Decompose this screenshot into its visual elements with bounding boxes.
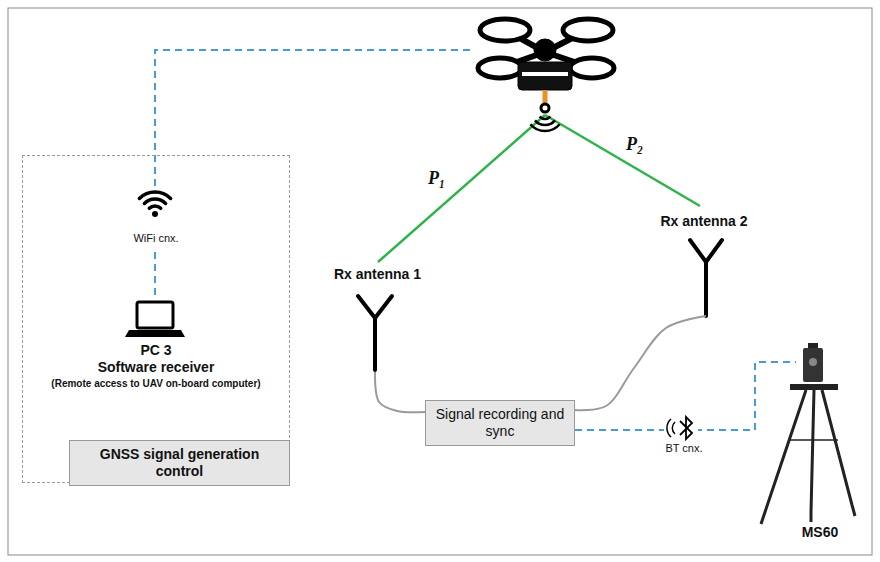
connector <box>575 316 706 410</box>
wifi-link <box>154 252 156 298</box>
antenna-node: Rx antenna 1 <box>330 266 425 372</box>
wifi-arc <box>149 206 160 208</box>
station-lens <box>809 358 817 366</box>
bluetooth-rune <box>680 417 692 439</box>
signal-path <box>378 115 545 262</box>
tripod-brace <box>790 439 838 441</box>
connector <box>375 372 425 412</box>
node-text: Rx antenna 2 <box>644 213 764 230</box>
path-label: P₂ <box>626 134 643 155</box>
node-text: MS60 <box>786 524 854 541</box>
signal-wave <box>530 124 559 131</box>
signal-waves <box>530 117 559 132</box>
wifi-link <box>155 50 470 187</box>
node-text: Software receiver <box>23 359 289 376</box>
signal-wave <box>540 117 551 120</box>
laptop-base <box>125 330 185 337</box>
antenna <box>358 240 722 370</box>
icon-ground <box>664 414 698 442</box>
tripod-leg <box>811 390 814 522</box>
wifi-icon <box>139 192 170 208</box>
tripod-head <box>790 384 838 390</box>
signal-wave <box>535 120 555 125</box>
tripod-leg <box>761 390 806 524</box>
process-box: Signal recording and sync <box>425 400 575 446</box>
drone-rotor <box>480 19 530 41</box>
station-handle <box>808 343 818 348</box>
drone-rotor <box>478 58 522 78</box>
antenna-node: Rx antenna 2 <box>644 213 764 318</box>
antenna-symbol <box>358 296 392 370</box>
station-body <box>803 348 823 382</box>
total-station <box>761 343 855 524</box>
drone-rotor <box>563 19 613 41</box>
tripod-legs <box>761 390 855 524</box>
drone-stripe <box>522 72 568 76</box>
edge-label: BT cnx. <box>656 442 712 454</box>
node-text: GNSS signal generation control <box>76 446 283 480</box>
drone-mast <box>543 90 548 104</box>
node-text: Signal recording and sync <box>432 406 568 440</box>
path-label: P₁ <box>428 168 445 189</box>
drone <box>478 19 614 90</box>
node-text: PC 3 <box>23 342 289 359</box>
frame <box>8 8 872 555</box>
node-text: WiFi cnx. <box>23 232 289 245</box>
signal-path <box>545 115 700 206</box>
wifi-dot <box>152 211 158 217</box>
system-group: GNSS signal generation control WiFi cnx. P… <box>22 155 290 483</box>
drone-body <box>518 62 572 90</box>
laptop-screen <box>137 302 173 328</box>
antenna-symbol <box>690 240 722 316</box>
bluetooth-waves <box>667 419 675 437</box>
node-text: (Remote access to UAV on-board computer) <box>23 378 289 390</box>
instrument-node: MS60 <box>796 342 844 547</box>
wifi-arc <box>139 192 170 198</box>
drone-rotor <box>570 58 614 78</box>
tripod-leg <box>822 390 855 516</box>
drone-antenna <box>541 104 549 112</box>
control-box: GNSS signal generation control <box>69 440 290 486</box>
bluetooth-icon <box>664 414 698 442</box>
wifi-arc <box>144 199 165 203</box>
node-text: Rx antenna 1 <box>330 266 425 283</box>
drone-hub <box>534 39 556 61</box>
